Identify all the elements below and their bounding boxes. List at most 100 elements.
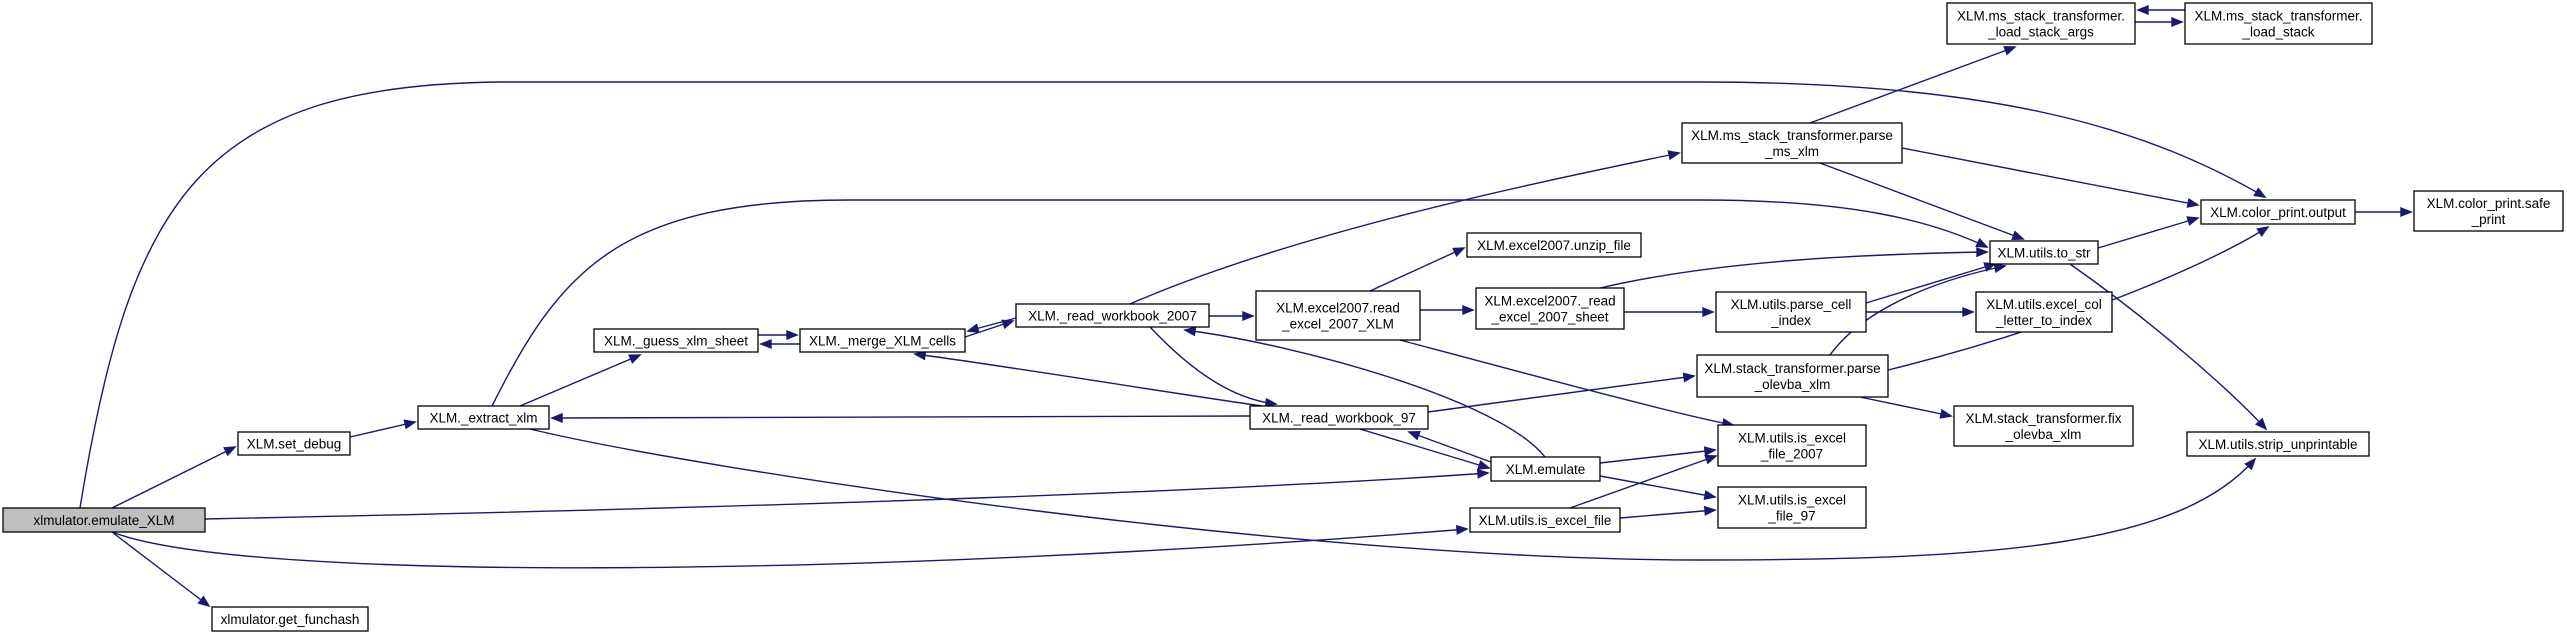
node-box — [237, 431, 351, 456]
node-ms-load-stack[interactable]: XLM.ms_stack_transformer._load_stack — [2184, 2, 2373, 45]
node-label: XLM.color_print.safe — [2427, 196, 2551, 211]
edge-line — [1901, 147, 2199, 206]
arrowhead-icon — [1976, 247, 1989, 258]
node-utils-is-excel-2007[interactable]: XLM.utils.is_excel_file_2007 — [1717, 424, 1867, 467]
node-label: XLM.excel2007._read — [1484, 294, 1615, 309]
node-excel2007-read-sheet[interactable]: XLM.excel2007._read_excel_2007_sheet — [1475, 287, 1625, 330]
node-box — [2184, 2, 2373, 45]
node-box — [593, 328, 759, 353]
node-label: XLM.stack_transformer.parse — [1704, 361, 1880, 376]
arrowhead-icon — [2400, 206, 2413, 218]
node-excel2007-unzip[interactable]: XLM.excel2007.unzip_file — [1466, 232, 1642, 258]
node-get-funchash[interactable]: xlmulator.get_funchash — [211, 606, 369, 632]
node-label: XLM._read_workbook_97 — [1262, 411, 1416, 426]
node-color-output[interactable]: XLM.color_print.output — [2200, 199, 2356, 225]
edge-ms-parse-to-color-output — [1901, 147, 2200, 208]
edge-line — [111, 531, 210, 607]
edge-line — [1369, 247, 1465, 292]
edge-line — [111, 446, 236, 509]
arrowhead-icon — [197, 595, 211, 608]
edge-line — [1408, 431, 1492, 463]
node-label: XLM.excel2007.read — [1276, 301, 1400, 316]
node-strip-unprintable[interactable]: XLM.utils.strip_unprintable — [2186, 431, 2370, 457]
arrowhead-icon — [2136, 4, 2149, 16]
node-label: _load_stack_args — [1987, 25, 2094, 40]
node-label: XLM.utils.is_excel — [1738, 493, 1846, 508]
arrowhead-icon — [1452, 247, 1466, 258]
edge-set-debug-to-extract-xlm — [349, 419, 417, 438]
node-box — [1953, 405, 2134, 447]
node-box — [1989, 240, 2099, 265]
node-box — [799, 328, 966, 353]
node-label: xlmulator.get_funchash — [221, 612, 360, 627]
edge-line — [1569, 455, 1717, 509]
edge-utils-parse-cell-to-utils-to-str — [1865, 262, 1997, 304]
node-emulate[interactable]: XLM.emulate — [1490, 456, 1601, 482]
edge-line — [1829, 265, 2006, 356]
edge-st-parse-to-color-output — [1887, 225, 2270, 371]
node-extract-xlm[interactable]: XLM._extract_xlm — [417, 405, 550, 430]
node-utils-excel-col[interactable]: XLM.utils.excel_col_letter_to_index — [1975, 291, 2113, 333]
node-utils-is-excel-97[interactable]: XLM.utils.is_excel_file_97 — [1717, 486, 1867, 529]
node-set-debug[interactable]: XLM.set_debug — [237, 431, 351, 456]
node-label: XLM.utils.parse_cell — [1731, 297, 1852, 312]
node-label: _load_stack — [2241, 25, 2314, 40]
edge-line — [1599, 475, 1716, 498]
edge-line — [111, 528, 1468, 569]
node-label: _index — [1770, 313, 1811, 328]
arrowhead-icon — [1703, 505, 1717, 516]
node-box — [1490, 456, 1601, 482]
arrowhead-icon — [1962, 306, 1975, 318]
node-utils-is-excel-file[interactable]: XLM.utils.is_excel_file — [1469, 507, 1621, 533]
edge-utils-is-excel-file-to-utils-is-excel-97 — [1619, 505, 1717, 519]
node-label: XLM._read_workbook_2007 — [1028, 309, 1197, 324]
edge-line — [2069, 263, 2267, 430]
edge-emulate-to-read-workbook-2007 — [1183, 326, 1546, 458]
node-read-workbook-97[interactable]: XLM._read_workbook_97 — [1249, 405, 1429, 430]
edge-line — [1619, 509, 1716, 519]
node-guess-xlm-sheet[interactable]: XLM._guess_xlm_sheet — [593, 328, 759, 353]
node-merge-xlm-cells[interactable]: XLM._merge_XLM_cells — [799, 328, 966, 353]
node-ms-parse[interactable]: XLM.ms_stack_transformer.parse_ms_xlm — [1681, 122, 1903, 164]
node-utils-to-str[interactable]: XLM.utils.to_str — [1989, 240, 2099, 265]
node-ms-load-args[interactable]: XLM.ms_stack_transformer._load_stack_arg… — [1946, 2, 2136, 45]
edge-emulate-xlm-to-emulate — [204, 468, 1490, 520]
arrowhead-icon — [966, 323, 980, 334]
node-st-fix[interactable]: XLM.stack_transformer.fix_olevba_xlm — [1953, 405, 2134, 447]
edge-line — [519, 354, 641, 407]
edge-ms-parse-to-utils-to-str — [1819, 162, 2025, 240]
arrowhead-icon — [403, 419, 417, 430]
node-utils-parse-cell[interactable]: XLM.utils.parse_cell_index — [1715, 291, 1867, 333]
node-label: XLM.utils.to_str — [1997, 246, 2091, 261]
edge-line — [1359, 428, 1490, 469]
node-label: _excel_2007_XLM — [1281, 317, 1394, 332]
arrowhead-icon — [2253, 187, 2267, 198]
node-label: XLM.utils.excel_col — [1986, 297, 2102, 312]
node-box — [2200, 199, 2356, 225]
arrowhead-icon — [1183, 326, 1197, 337]
node-box — [2, 507, 206, 533]
edge-line — [2097, 217, 2199, 249]
edge-utils-to-str-to-color-output — [2097, 216, 2200, 249]
edge-line — [551, 415, 1251, 419]
node-color-safe-print[interactable]: XLM.color_print.safe_print — [2413, 190, 2564, 232]
arrowhead-icon — [1407, 430, 1421, 441]
node-read-workbook-2007[interactable]: XLM._read_workbook_2007 — [1015, 303, 1210, 328]
node-box — [1696, 354, 1889, 398]
edge-line — [1599, 251, 1988, 289]
edge-read-workbook-2007-to-ms-parse — [1129, 150, 1681, 305]
edge-line — [1129, 152, 1680, 305]
edge-excel2007-read-sheet-to-utils-to-str — [1599, 247, 1989, 289]
node-excel2007-read[interactable]: XLM.excel2007.read_excel_2007_XLM — [1255, 290, 1421, 341]
node-label: XLM.utils.is_excel_file — [1479, 513, 1612, 528]
arrowhead-icon — [2186, 198, 2200, 208]
arrowhead-icon — [223, 446, 237, 457]
edge-line — [1427, 375, 1695, 413]
node-box — [1249, 405, 1429, 430]
node-label: XLM.emulate — [1506, 462, 1586, 477]
edge-line — [1809, 46, 2016, 124]
node-emulate-xlm[interactable]: xlmulator.emulate_XLM — [2, 507, 206, 533]
edge-read-workbook-97-to-emulate — [1359, 428, 1491, 470]
node-st-parse[interactable]: XLM.stack_transformer.parse_olevba_xlm — [1696, 354, 1889, 398]
edge-excel2007-read-sheet-to-utils-parse-cell — [1624, 306, 1715, 318]
